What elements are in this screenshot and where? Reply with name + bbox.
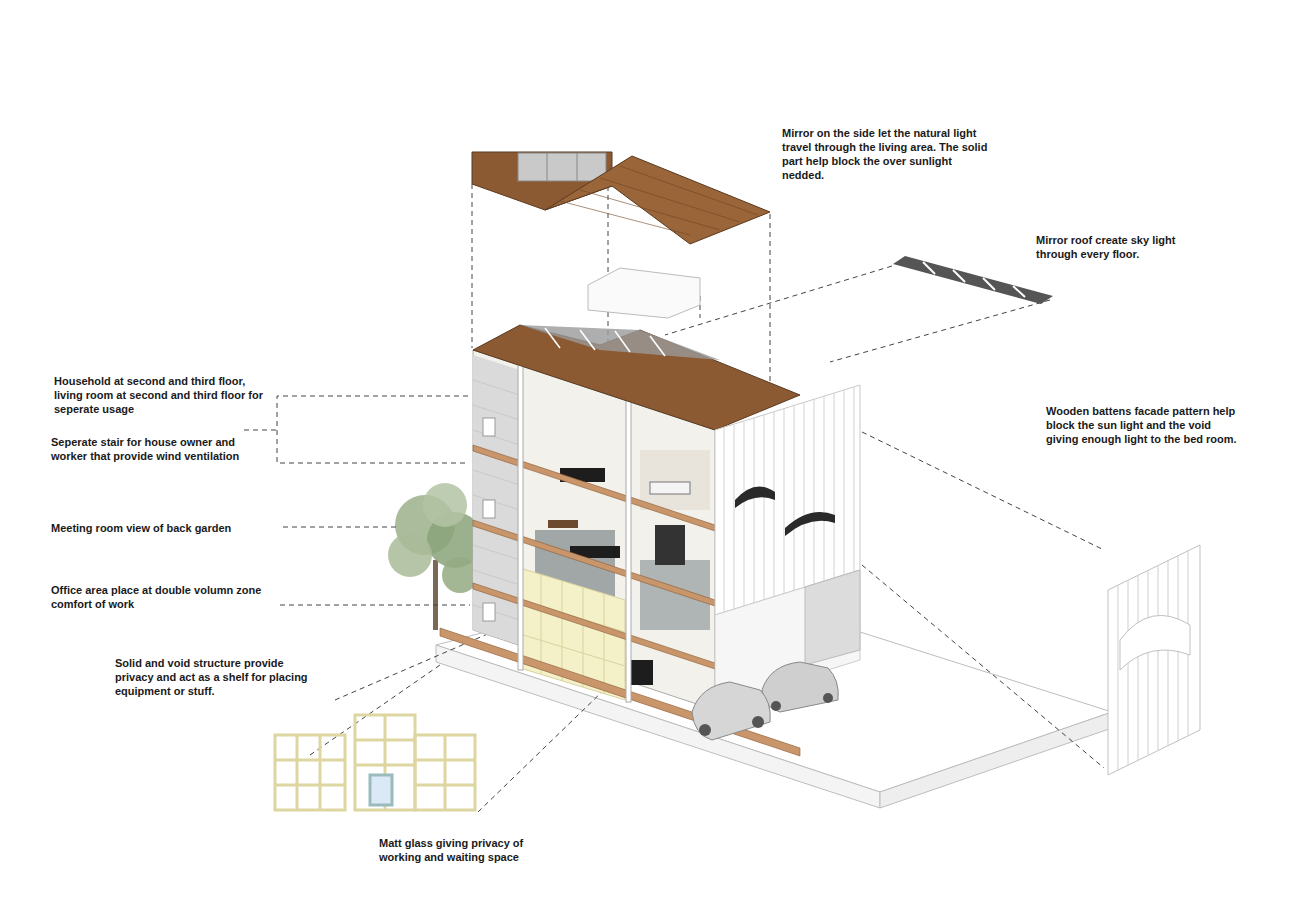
annotation-note: Mirror roof create sky light through eve… [1036,233,1211,261]
exploded-facade-panel [1108,545,1200,775]
roof-box [588,268,700,318]
annotation-note: Mirror on the side let the natural light… [782,126,997,182]
annotation-note: Household at second and third floor, liv… [54,374,269,416]
dashed-guides [244,184,1104,812]
annotation-note: Solid and void structure provide privacy… [115,656,315,698]
exploded-shelf [275,715,475,810]
annotation-note: Meeting room view of back garden [51,521,279,535]
tree [388,483,483,630]
building [440,325,860,756]
exploded-roof [472,152,770,244]
cars [692,662,838,740]
annotation-note: Office area place at double volumn zone … [51,583,273,611]
annotation-note: Matt glass giving privacy of working and… [379,836,564,864]
skylight-strip [893,256,1053,304]
annotation-note: Wooden battens facade pattern help block… [1046,404,1246,446]
annotation-note: Seperate stair for house owner and worke… [51,435,251,463]
